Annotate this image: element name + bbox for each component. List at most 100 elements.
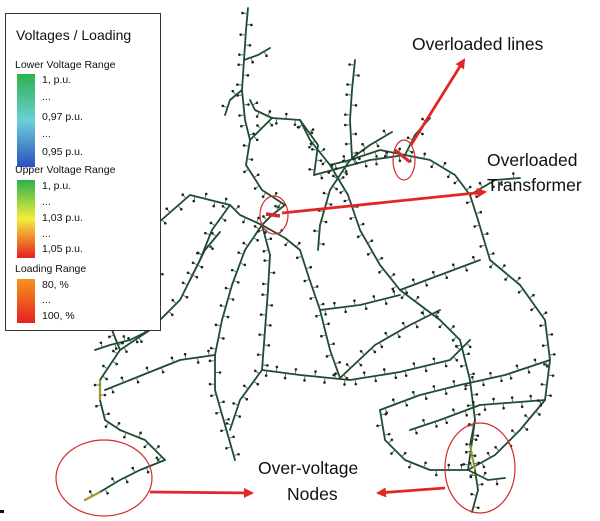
load-node bbox=[332, 174, 335, 178]
feeder-line bbox=[119, 429, 166, 461]
load-node bbox=[245, 397, 249, 401]
legend-label: 1,05 p.u. bbox=[42, 243, 83, 255]
load-node bbox=[533, 358, 537, 362]
feeder-line bbox=[229, 369, 263, 431]
load-node bbox=[443, 161, 447, 165]
load-node bbox=[424, 461, 427, 465]
load-node bbox=[468, 345, 472, 349]
load-node bbox=[354, 104, 358, 107]
load-node bbox=[222, 400, 225, 404]
load-node bbox=[530, 308, 533, 312]
load-node bbox=[404, 374, 408, 377]
load-node bbox=[453, 181, 457, 185]
load-node bbox=[296, 125, 300, 129]
load-node bbox=[444, 392, 448, 395]
load-node bbox=[375, 162, 378, 166]
load-node bbox=[327, 322, 330, 326]
load-node bbox=[298, 241, 301, 245]
legend: Voltages / Loading Lower Voltage Range 1… bbox=[5, 13, 161, 331]
load-node bbox=[88, 490, 92, 493]
legend-label: 1, p.u. bbox=[42, 74, 72, 86]
load-node bbox=[384, 302, 388, 305]
load-node bbox=[106, 491, 109, 495]
load-node bbox=[465, 201, 469, 205]
load-node bbox=[250, 23, 253, 27]
load-node bbox=[445, 421, 449, 425]
load-node bbox=[219, 304, 223, 307]
load-node bbox=[220, 429, 223, 433]
load-node bbox=[375, 155, 378, 158]
load-node bbox=[474, 438, 478, 442]
load-node bbox=[309, 297, 313, 300]
load-node bbox=[238, 53, 241, 56]
load-node bbox=[509, 376, 513, 380]
load-node bbox=[277, 205, 280, 208]
load-node bbox=[268, 110, 272, 113]
load-node bbox=[99, 341, 103, 345]
load-node bbox=[460, 463, 463, 467]
load-node bbox=[339, 191, 343, 194]
load-node bbox=[346, 83, 349, 86]
load-node bbox=[370, 239, 374, 242]
feeder-line bbox=[261, 224, 271, 371]
load-node bbox=[364, 307, 368, 310]
load-node bbox=[222, 337, 225, 340]
load-node bbox=[541, 344, 545, 347]
load-node bbox=[410, 150, 414, 154]
load-node bbox=[398, 159, 402, 163]
load-node bbox=[313, 229, 316, 233]
load-node bbox=[204, 192, 208, 196]
load-node bbox=[525, 428, 529, 431]
load-node bbox=[451, 408, 455, 411]
legend-label: ... bbox=[42, 91, 51, 103]
load-node bbox=[332, 342, 335, 346]
load-node bbox=[475, 393, 479, 396]
highlights bbox=[0, 58, 516, 517]
load-node bbox=[529, 394, 532, 398]
feeder-line bbox=[224, 89, 243, 116]
load-node bbox=[380, 345, 384, 349]
load-node bbox=[320, 334, 323, 338]
load-node bbox=[224, 286, 228, 290]
callout-arrow bbox=[409, 58, 466, 146]
load-node bbox=[274, 204, 277, 208]
load-node bbox=[320, 176, 324, 180]
load-node bbox=[257, 229, 260, 233]
load-node bbox=[139, 431, 142, 435]
load-node bbox=[382, 129, 386, 133]
load-node bbox=[242, 144, 246, 147]
load-node bbox=[423, 152, 427, 156]
load-node bbox=[262, 249, 266, 253]
load-node bbox=[384, 331, 387, 335]
load-node bbox=[444, 364, 448, 368]
load-node bbox=[460, 364, 463, 368]
load-node bbox=[416, 295, 420, 299]
load-node bbox=[225, 422, 229, 425]
load-node bbox=[242, 241, 245, 245]
load-node bbox=[391, 287, 395, 291]
load-node bbox=[252, 132, 255, 136]
legend-label: ... bbox=[42, 294, 51, 306]
load-node bbox=[342, 155, 346, 158]
load-node bbox=[434, 473, 438, 477]
load-node bbox=[553, 353, 556, 356]
loading-colorbar bbox=[17, 279, 35, 323]
load-node bbox=[165, 207, 169, 211]
load-node bbox=[473, 454, 477, 457]
load-node bbox=[374, 379, 378, 383]
load-node bbox=[405, 291, 409, 295]
load-node bbox=[355, 161, 358, 165]
load-node bbox=[483, 471, 487, 475]
voltage-tint bbox=[468, 444, 477, 471]
load-node bbox=[438, 325, 442, 329]
load-node bbox=[551, 374, 555, 377]
load-node bbox=[411, 278, 415, 281]
load-node bbox=[385, 151, 389, 154]
load-node bbox=[255, 101, 259, 105]
load-node bbox=[345, 172, 348, 176]
load-node bbox=[256, 353, 260, 356]
load-node bbox=[348, 63, 351, 66]
load-node bbox=[140, 340, 143, 343]
feeder-line bbox=[214, 224, 263, 461]
load-node bbox=[186, 271, 190, 275]
